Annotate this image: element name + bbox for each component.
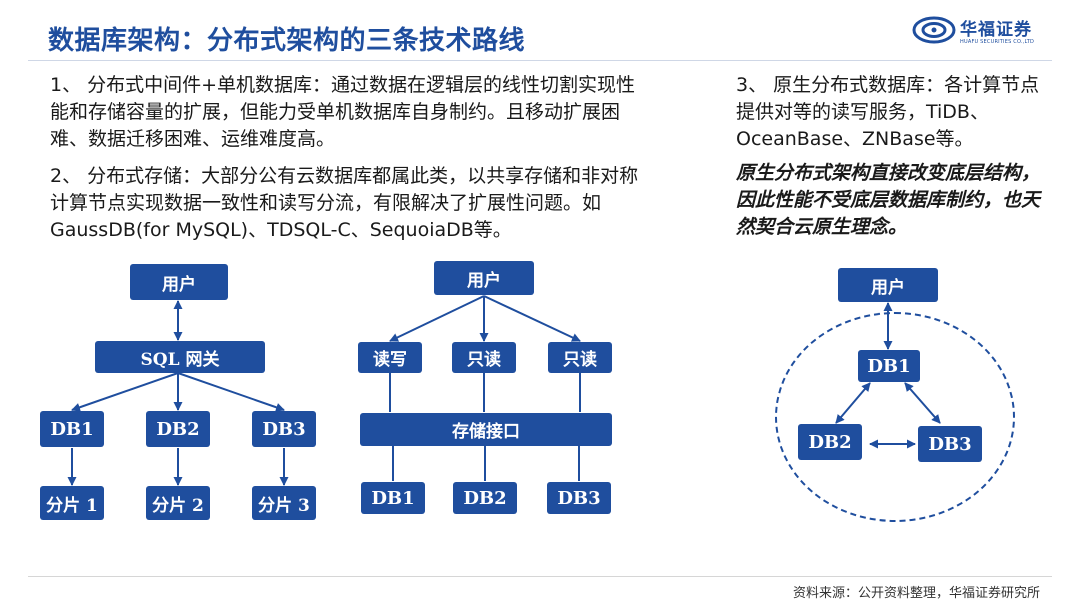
d2-readonly-node-2: 只读 [548, 342, 612, 373]
d1-shard2-node: 分片 2 [146, 486, 210, 520]
emphasis-text: 原生分布式架构直接改变底层结构，因此性能不受底层数据库制约，也天然契合云原生理念… [736, 162, 1041, 238]
title-divider [28, 60, 1052, 61]
footer-divider [28, 576, 1052, 577]
huafu-logo-icon [912, 16, 956, 44]
route-3-text: 3、 原生分布式数据库：各计算节点提供对等的读写服务，TiDB、OceanBas… [736, 74, 1040, 150]
arrow-user-rw [389, 295, 485, 342]
logo-text-en: HUAFU SECURITIES CO.,LTD [960, 39, 1035, 45]
d2-readonly-node-1: 只读 [452, 342, 516, 373]
d3-db2-node: DB2 [798, 424, 862, 460]
d2-db1-node: DB1 [361, 482, 425, 514]
d2-db3-node: DB3 [547, 482, 611, 514]
d2-user-node: 用户 [434, 261, 534, 295]
logo-text-cn: 华福证券 [960, 20, 1032, 40]
source-note: 资料来源：公开资料整理，华福证券研究所 [792, 586, 1040, 601]
company-logo: 华福证券 HUAFU SECURITIES CO.,LTD [912, 14, 1062, 48]
arrow-gateway-db1 [71, 372, 179, 412]
d2-storage-interface-node: 存储接口 [360, 413, 612, 446]
d1-db3-node: DB3 [252, 411, 316, 447]
d3-db1-node: DB1 [858, 350, 920, 382]
d2-readwrite-node: 读写 [358, 342, 422, 373]
route-2-text: 2、 分布式存储：大部分公有云数据库都属此类，以共享存储和非对称计算节点实现数据… [50, 165, 639, 241]
d3-cluster-boundary [775, 312, 1015, 522]
d1-shard3-node: 分片 3 [252, 486, 316, 520]
arrow-user-ro2 [483, 295, 581, 342]
page-title: 数据库架构：分布式架构的三条技术路线 [48, 26, 526, 56]
d1-user-node: 用户 [130, 264, 228, 300]
d3-db3-node: DB3 [918, 426, 982, 462]
d2-db2-node: DB2 [453, 482, 517, 514]
arrow-gateway-db3 [177, 372, 285, 412]
route-1-text: 1、 分布式中间件+单机数据库：通过数据在逻辑层的线性切割实现性能和存储容量的扩… [50, 74, 636, 150]
d1-shard1-node: 分片 1 [40, 486, 104, 520]
d1-sql-gateway-node: SQL 网关 [95, 341, 265, 373]
d3-user-node: 用户 [838, 268, 938, 302]
d1-db2-node: DB2 [146, 411, 210, 447]
d1-db1-node: DB1 [40, 411, 104, 447]
